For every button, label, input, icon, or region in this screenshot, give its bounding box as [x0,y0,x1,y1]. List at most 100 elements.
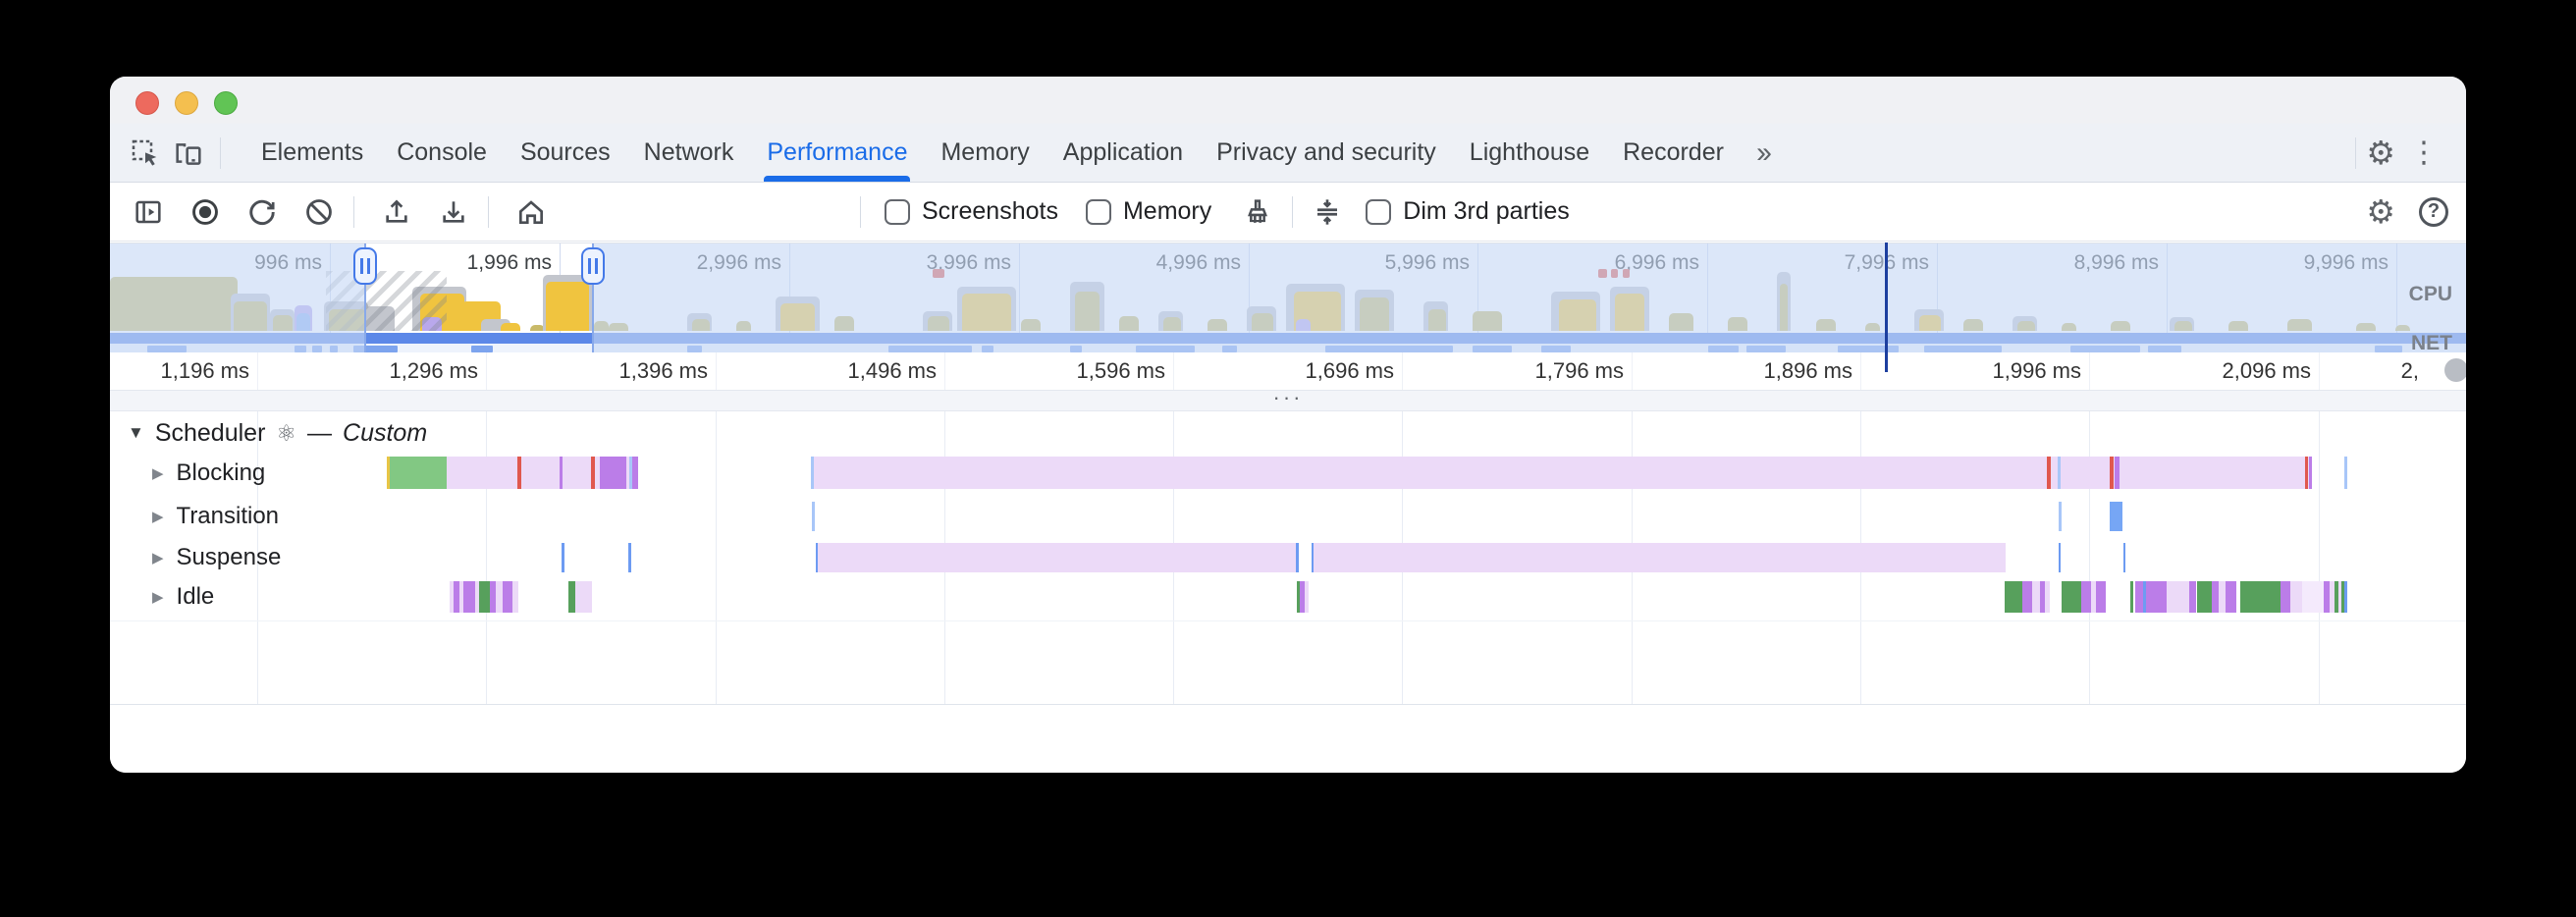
clear-recording-icon[interactable] [295,189,344,235]
expand-row-icon[interactable]: ▶ [152,464,164,482]
flame-event-bar[interactable] [2110,502,2122,531]
flame-event-bar[interactable] [2096,581,2106,613]
dim-3rd-parties-checkbox[interactable]: Dim 3rd parties [1366,197,1570,226]
track-row-label-transition[interactable]: ▶Transition [152,502,279,531]
flame-event-bar[interactable] [1305,581,1309,613]
selection-right-handle[interactable] [581,247,605,285]
flame-event-bar[interactable] [2115,457,2120,489]
help-icon[interactable]: ? [2419,197,2448,227]
flame-event-bar[interactable] [512,581,518,613]
garbage-collect-brush-icon[interactable] [1233,189,1282,235]
tab-privacy-and-security[interactable]: Privacy and security [1200,124,1453,182]
flame-event-bar[interactable] [575,581,592,613]
flame-event-bar[interactable] [2219,581,2226,613]
flame-event-bar[interactable] [496,581,503,613]
tab-sources[interactable]: Sources [504,124,627,182]
flame-event-bar[interactable] [2309,457,2312,489]
flame-event-bar[interactable] [2344,457,2347,489]
flame-event-bar[interactable] [2305,457,2308,489]
expand-row-icon[interactable]: ▶ [152,549,164,566]
track-row-label-blocking[interactable]: ▶Blocking [152,457,265,489]
flame-event-bar[interactable] [2045,581,2050,613]
flame-event-bar[interactable] [2281,581,2290,613]
flame-event-bar[interactable] [2062,581,2081,613]
memory-checkbox[interactable]: Memory [1086,197,1211,226]
flame-event-bar[interactable] [632,457,638,489]
tab-elements[interactable]: Elements [244,124,380,182]
flame-event-bar[interactable] [812,502,815,531]
close-window-button[interactable] [135,91,159,115]
tab-performance[interactable]: Performance [750,124,924,182]
flame-event-bar[interactable] [2146,581,2167,613]
flame-event-bar[interactable] [2058,457,2061,489]
home-icon[interactable] [507,189,556,235]
timeline-playhead[interactable] [1885,243,1888,372]
zoom-window-button[interactable] [214,91,238,115]
minimize-window-button[interactable] [175,91,198,115]
tab-memory[interactable]: Memory [924,124,1046,182]
settings-gear-icon[interactable]: ⚙ [2366,136,2395,169]
flame-event-bar[interactable] [2212,581,2219,613]
scrollbar-thumb[interactable] [2444,358,2466,382]
upload-profile-icon[interactable] [372,189,421,235]
tab-network[interactable]: Network [627,124,751,182]
expand-row-icon[interactable]: ▶ [152,588,164,606]
screenshots-checkbox[interactable]: Screenshots [885,197,1058,226]
flame-event-bar[interactable] [562,543,564,572]
flame-event-bar[interactable] [517,457,521,489]
toggle-sidebar-icon[interactable] [124,189,173,235]
flame-event-bar[interactable] [463,581,475,613]
flame-event-bar[interactable] [818,543,1296,572]
collapse-flame-icon[interactable] [1303,189,1352,235]
record-and-reload-icon[interactable] [238,189,287,235]
tab-application[interactable]: Application [1046,124,1200,182]
flame-event-bar[interactable] [2290,581,2302,613]
flame-event-bar[interactable] [600,457,626,489]
tab-lighthouse[interactable]: Lighthouse [1453,124,1606,182]
flame-event-bar[interactable] [628,543,631,572]
flame-event-bar[interactable] [2197,581,2212,613]
flame-event-bar[interactable] [2005,581,2022,613]
flame-event-bar[interactable] [2344,581,2347,613]
timeline-overview[interactable]: 996 ms1,996 ms2,996 ms3,996 ms4,996 ms5,… [110,243,2466,352]
flame-event-bar[interactable] [2059,543,2061,572]
flame-event-bar[interactable] [2123,543,2125,572]
track-row-label-idle[interactable]: ▶Idle [152,581,214,613]
customize-devtools-menu-icon[interactable]: ⋮ [2395,135,2452,170]
download-profile-icon[interactable] [429,189,478,235]
flame-event-bar[interactable] [2226,581,2236,613]
flame-event-bar[interactable] [814,457,2310,489]
expand-row-icon[interactable]: ▶ [152,508,164,525]
flame-event-bar[interactable] [1296,543,1299,572]
flame-event-bar[interactable] [2302,581,2324,613]
flame-event-bar[interactable] [560,457,563,489]
flamechart-track-area[interactable]: ▼ Scheduler ⚛ — Custom ▶Blocking ▶Transit… [110,411,2466,705]
flame-event-bar[interactable] [2059,502,2062,531]
flame-event-bar[interactable] [2135,581,2143,613]
flame-event-bar[interactable] [2022,581,2032,613]
selection-left-handle[interactable] [353,247,377,285]
tab-console[interactable]: Console [380,124,504,182]
flame-event-bar[interactable] [2081,581,2091,613]
device-toolbar-icon[interactable] [167,132,210,175]
inspect-element-icon[interactable] [124,132,167,175]
track-header-scheduler[interactable]: ▼ Scheduler ⚛ — Custom [128,416,427,450]
tab-recorder[interactable]: Recorder [1606,124,1741,182]
more-tabs-button[interactable]: ›› [1741,136,1784,170]
flame-event-bar[interactable] [390,457,447,489]
flame-event-bar[interactable] [2167,581,2189,613]
record-button[interactable] [181,189,230,235]
capture-settings-gear-icon[interactable]: ⚙ [2366,195,2395,228]
flame-event-bar[interactable] [2047,457,2051,489]
flame-event-bar[interactable] [1314,543,2006,572]
flame-event-bar[interactable] [2110,457,2114,489]
flame-event-bar[interactable] [2189,581,2196,613]
collapse-track-icon[interactable]: ▼ [128,423,144,443]
flame-event-bar[interactable] [591,457,595,489]
flame-event-bar[interactable] [503,581,512,613]
flame-event-bar[interactable] [2032,581,2040,613]
flame-event-bar[interactable] [479,581,490,613]
flame-event-bar[interactable] [2240,581,2281,613]
track-row-label-suspense[interactable]: ▶Suspense [152,543,281,572]
pane-resize-handle[interactable]: ··· [110,390,2466,411]
